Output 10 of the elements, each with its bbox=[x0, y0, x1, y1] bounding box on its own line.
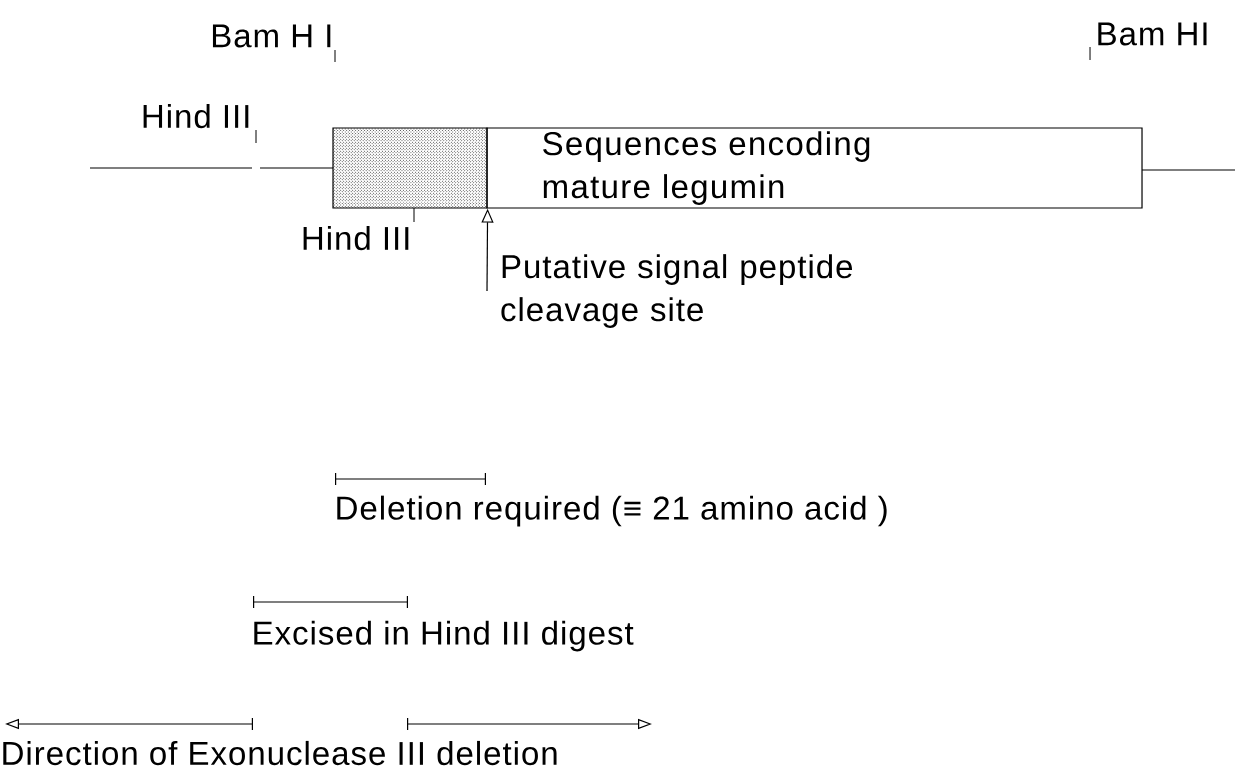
site-label: Hind III bbox=[303, 225, 409, 251]
site-label: Bam HI bbox=[1098, 22, 1207, 46]
bracket-caption: Excised in Hind III digest bbox=[254, 620, 634, 652]
coding-region-box: Sequences encoding mature legumin bbox=[486, 127, 1143, 209]
site-label: Bam H I bbox=[212, 24, 331, 48]
bracket-caption: Direction of Exonuclease III deletion bbox=[3, 740, 557, 766]
site-label: Hind III bbox=[143, 103, 249, 129]
bracket-caption: Deletion required (≡ 21 amino acid ) bbox=[337, 495, 887, 527]
signal-sequence-box bbox=[332, 127, 488, 209]
annotation-text: Putative signal peptide cleavage site bbox=[501, 254, 852, 328]
